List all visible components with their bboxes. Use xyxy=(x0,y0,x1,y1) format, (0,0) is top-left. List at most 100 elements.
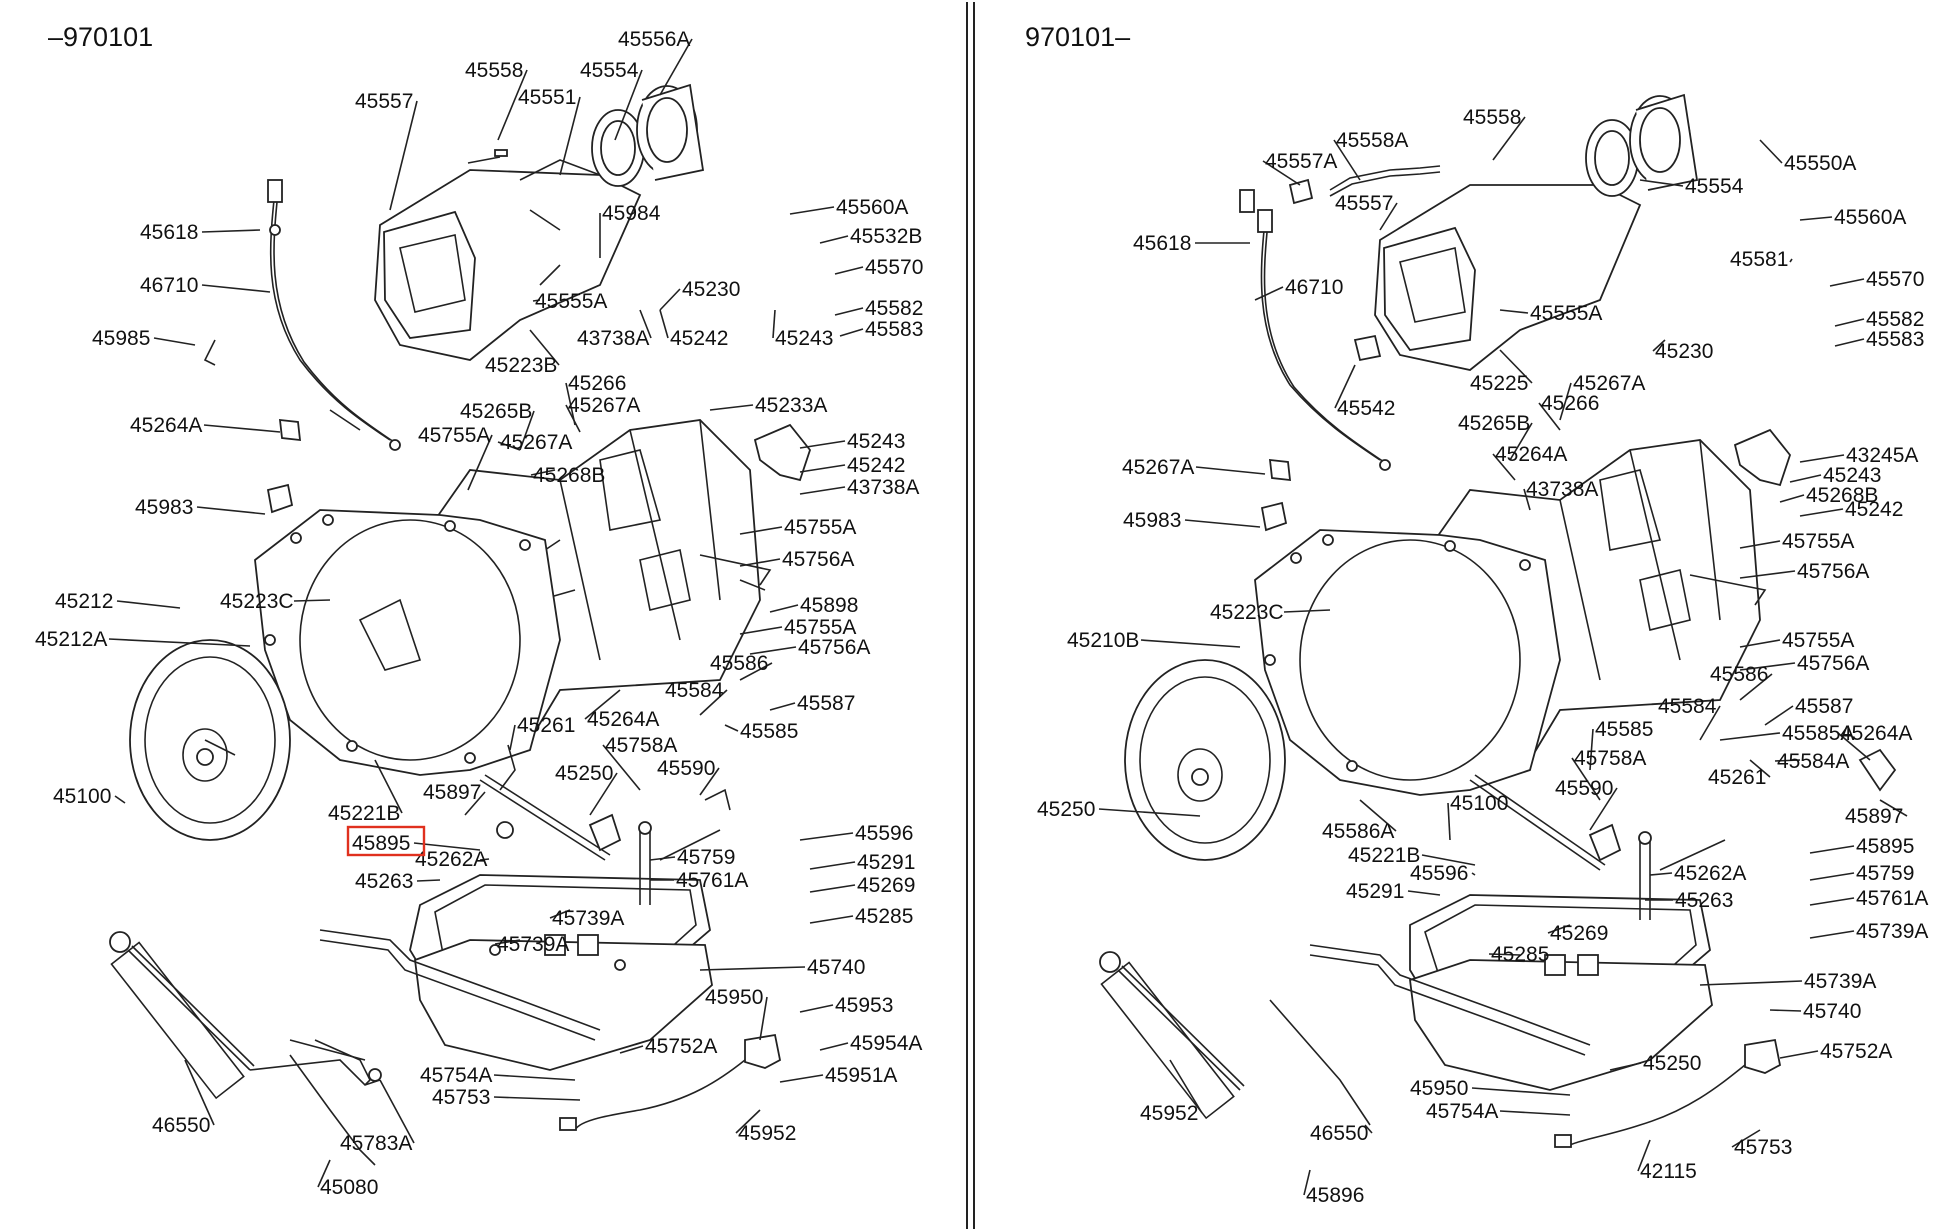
leader-line xyxy=(1764,705,1794,726)
part-label-45267a: 45267A xyxy=(500,431,572,454)
dipstick-left xyxy=(109,931,255,1100)
leader-line xyxy=(799,1004,834,1013)
part-label-45952: 45952 xyxy=(738,1122,796,1145)
leader-line xyxy=(1809,930,1855,939)
leader-line xyxy=(639,309,652,339)
leader-line xyxy=(1779,494,1805,503)
part-label-45581: 45581 xyxy=(1730,248,1788,271)
leader-line xyxy=(619,1045,644,1054)
leader-line xyxy=(116,600,181,609)
leader-line xyxy=(1837,732,1871,761)
leader-line xyxy=(565,404,581,433)
part-label-45758a: 45758A xyxy=(605,734,677,757)
part-label-45583: 45583 xyxy=(1866,328,1924,351)
part-label-45754a: 45754A xyxy=(1426,1100,1498,1123)
leader-line xyxy=(559,96,581,176)
leader-line xyxy=(1774,759,1801,762)
part-label-45618: 45618 xyxy=(140,221,198,244)
leader-line xyxy=(1637,1139,1651,1172)
leader-line xyxy=(1739,570,1796,579)
leader-line xyxy=(201,229,261,233)
leader-line xyxy=(1699,980,1803,986)
part-label-45584: 45584 xyxy=(665,679,724,702)
leader-line xyxy=(1334,364,1356,409)
linkage-right xyxy=(1469,574,1897,920)
part-label-45261: 45261 xyxy=(1708,766,1766,789)
part-label-45100: 45100 xyxy=(53,785,111,808)
part-label-45557: 45557 xyxy=(355,90,413,113)
part-label-45755a: 45755A xyxy=(1782,530,1854,553)
part-label-45267a: 45267A xyxy=(1122,456,1194,479)
leader-line xyxy=(779,1074,824,1083)
part-label-45557: 45557 xyxy=(1335,192,1393,215)
part-label-45953: 45953 xyxy=(835,994,893,1017)
part-label-45291: 45291 xyxy=(857,851,915,874)
part-label-45753: 45753 xyxy=(1734,1136,1792,1159)
part-label-45556a: 45556A xyxy=(618,28,690,51)
part-label-45550a: 45550A xyxy=(1784,152,1856,175)
leader-line xyxy=(317,1159,331,1188)
part-label-45555a: 45555A xyxy=(535,290,607,313)
leader-line xyxy=(1195,466,1266,475)
leader-line xyxy=(1652,339,1666,352)
part-label-45756a: 45756A xyxy=(782,548,854,571)
part-label-43738a: 43738A xyxy=(1526,478,1598,501)
leader-line xyxy=(1739,639,1781,648)
gear-45542 xyxy=(1353,334,1382,362)
part-label-45554: 45554 xyxy=(580,59,639,82)
leader-line xyxy=(614,69,643,141)
part-label-45586: 45586 xyxy=(1710,663,1768,686)
part-label-45250: 45250 xyxy=(555,762,613,785)
leader-line xyxy=(1719,732,1781,741)
leader-line xyxy=(589,772,618,816)
part-label-46710: 46710 xyxy=(1285,276,1343,299)
part-label-45584: 45584 xyxy=(1658,695,1717,718)
part-label-45952: 45952 xyxy=(1140,1102,1198,1125)
leader-line xyxy=(1379,202,1398,231)
part-label-45585: 45585 xyxy=(740,720,798,743)
left-panel-drawing xyxy=(109,83,812,1166)
leader-line xyxy=(584,689,621,720)
leader-line xyxy=(529,329,560,366)
part-label-45754a: 45754A xyxy=(420,1064,492,1087)
part-label-45739a: 45739A xyxy=(1856,920,1928,943)
part-label-45585a: 45585A xyxy=(1782,722,1854,745)
part-label-45755a: 45755A xyxy=(784,516,856,539)
bell-housing-right xyxy=(1254,529,1561,796)
leader-line xyxy=(1834,318,1865,327)
part-label-45896: 45896 xyxy=(1306,1184,1364,1207)
leader-lines-right xyxy=(1098,116,1908,1196)
leader-line xyxy=(416,879,441,882)
part-label-45285: 45285 xyxy=(855,905,913,928)
part-label-45758a: 45758A xyxy=(1574,747,1646,770)
clip-45264A-right xyxy=(1268,458,1292,482)
leader-line xyxy=(839,328,864,337)
clip-45264A-left xyxy=(278,418,302,442)
part-label-45752a: 45752A xyxy=(1820,1040,1892,1063)
part-label-45263: 45263 xyxy=(1675,889,1733,912)
part-label-45250: 45250 xyxy=(1643,1052,1701,1075)
part-label-45897: 45897 xyxy=(1845,805,1903,828)
part-label-45266: 45266 xyxy=(568,372,626,395)
part-label-45583: 45583 xyxy=(865,318,923,341)
part-label-45542: 45542 xyxy=(1337,397,1395,420)
leader-line xyxy=(479,858,490,861)
leader-line xyxy=(1749,759,1771,778)
leader-lines-left xyxy=(108,38,864,1188)
leader-line xyxy=(602,744,641,791)
leader-line xyxy=(1799,454,1845,463)
leader-line xyxy=(1499,309,1529,314)
leader-line xyxy=(497,441,521,451)
part-label-45264a: 45264A xyxy=(1840,722,1912,745)
part-label-45269: 45269 xyxy=(857,874,915,897)
leader-line xyxy=(699,966,806,971)
leader-line xyxy=(1471,872,1476,876)
part-label-43738a: 43738A xyxy=(577,327,649,350)
part-label-45242: 45242 xyxy=(1845,498,1903,521)
part-label-45585: 45585 xyxy=(1595,718,1653,741)
leader-line xyxy=(1809,872,1855,881)
part-label-45267a: 45267A xyxy=(568,394,640,417)
leader-line xyxy=(1739,540,1781,549)
leader-line xyxy=(1559,382,1572,421)
leader-line xyxy=(1140,639,1241,648)
